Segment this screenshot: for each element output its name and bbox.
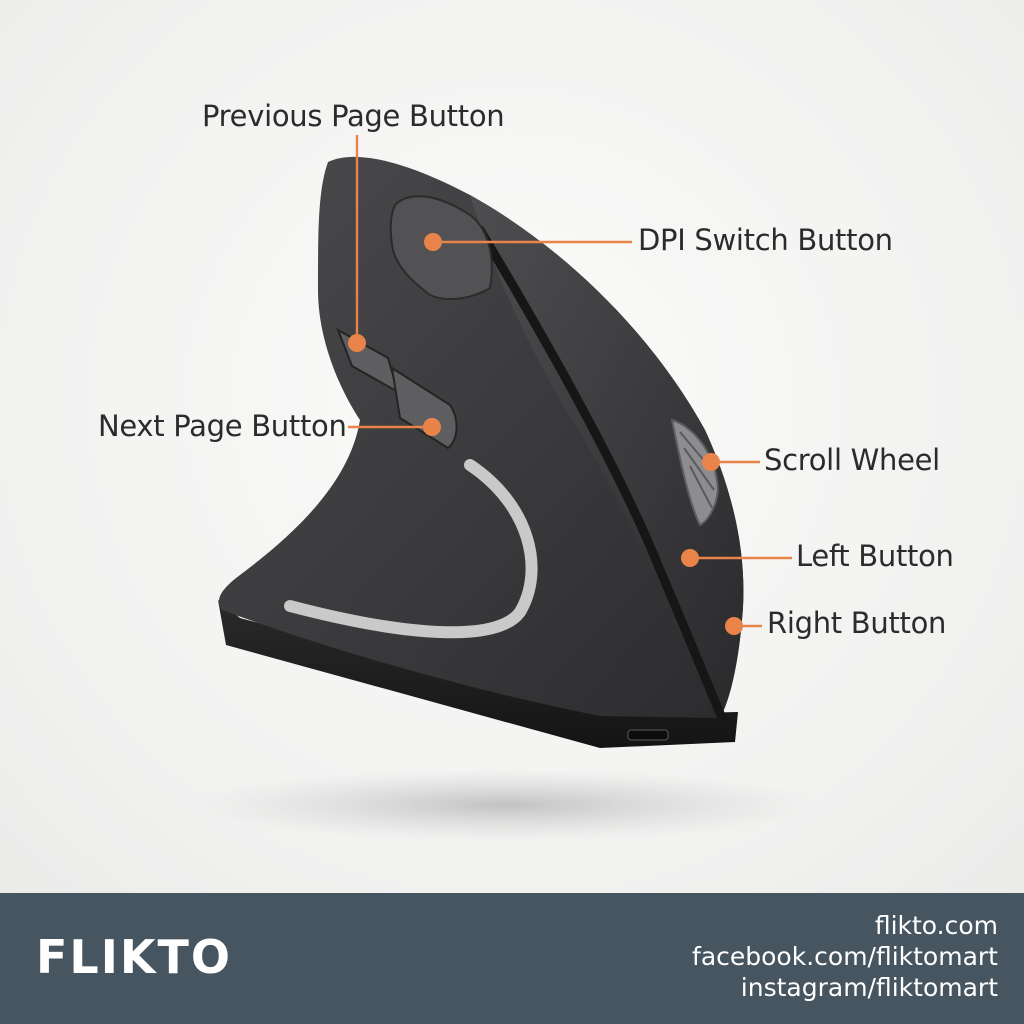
left-button-label: Left Button bbox=[796, 539, 954, 573]
dpi-button bbox=[389, 195, 493, 300]
mouse-body bbox=[219, 156, 744, 718]
footer-bar bbox=[0, 893, 1024, 1024]
callout-lines bbox=[348, 135, 792, 628]
mouse-illustration bbox=[195, 135, 815, 841]
scroll-wheel-label: Scroll Wheel bbox=[764, 443, 940, 477]
mouse-shadow bbox=[195, 769, 815, 841]
facebook-link[interactable]: facebook.com/fliktomart bbox=[692, 942, 998, 971]
led-strip bbox=[284, 459, 538, 639]
brand-logo: FLIKTO bbox=[36, 930, 232, 984]
button-seam bbox=[475, 225, 727, 723]
instagram-link[interactable]: instagram/fliktomart bbox=[740, 973, 998, 1002]
mouse-base bbox=[218, 600, 738, 748]
next-page-label: Next Page Button bbox=[98, 409, 347, 443]
callout-dots bbox=[348, 233, 743, 635]
website-link[interactable]: flikto.com bbox=[874, 911, 998, 940]
previous-page-label: Previous Page Button bbox=[202, 99, 505, 133]
dpi-switch-label: DPI Switch Button bbox=[638, 223, 893, 257]
right-button-label: Right Button bbox=[767, 606, 947, 640]
usb-port bbox=[627, 729, 669, 741]
